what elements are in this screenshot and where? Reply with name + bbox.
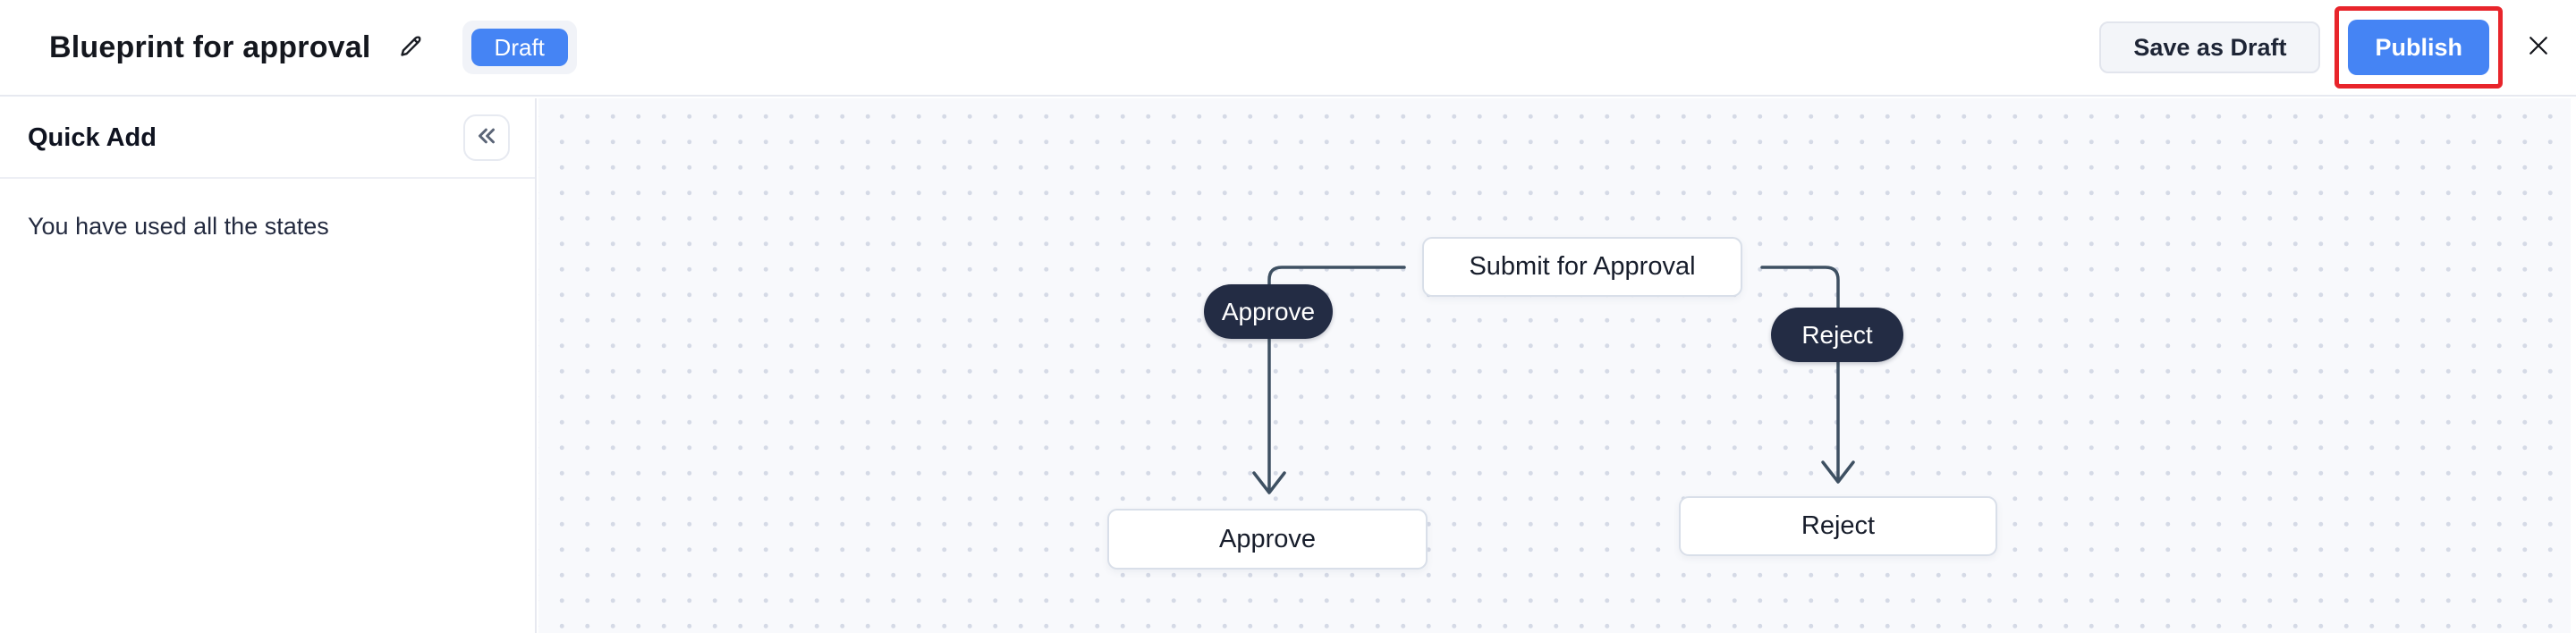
connector-reject [1760, 266, 1840, 483]
quick-add-sidebar: Quick Add You have used all the states [0, 98, 537, 633]
transition-approve[interactable]: Approve [1204, 284, 1333, 339]
sidebar-body: You have used all the states [0, 179, 535, 274]
save-as-draft-button[interactable]: Save as Draft [2099, 21, 2321, 73]
blueprint-canvas[interactable]: Submit for Approval Approve Reject Appro… [538, 98, 2571, 633]
sidebar-collapse-button[interactable] [463, 114, 510, 161]
node-approve[interactable]: Approve [1107, 509, 1428, 570]
double-chevron-left-icon [473, 122, 500, 154]
connector-approve [1267, 266, 1406, 494]
close-x-icon [2525, 32, 2552, 63]
node-reject[interactable]: Reject [1679, 496, 1997, 556]
canvas-scrollbar-gutter [2571, 98, 2576, 633]
status-badge: Draft [470, 28, 568, 67]
transition-connectors [1252, 266, 1855, 494]
node-submit-for-approval[interactable]: Submit for Approval [1422, 237, 1742, 297]
transition-reject[interactable]: Reject [1771, 308, 1903, 362]
publish-button[interactable]: Publish [2348, 20, 2489, 75]
sidebar-title: Quick Add [28, 122, 157, 152]
status-badge-container: Draft [462, 20, 577, 75]
edit-title-button[interactable] [396, 32, 427, 63]
sidebar-empty-message: You have used all the states [28, 213, 329, 240]
page-title: Blueprint for approval [49, 30, 371, 64]
close-button[interactable] [2521, 30, 2556, 65]
publish-highlight-annotation: Publish [2334, 6, 2503, 89]
arrowhead-reject [1821, 460, 1855, 484]
arrowhead-approve [1252, 471, 1286, 494]
pencil-icon [396, 30, 427, 65]
top-bar: Blueprint for approval Draft Save as Dra… [0, 0, 2576, 97]
sidebar-header: Quick Add [0, 98, 535, 179]
